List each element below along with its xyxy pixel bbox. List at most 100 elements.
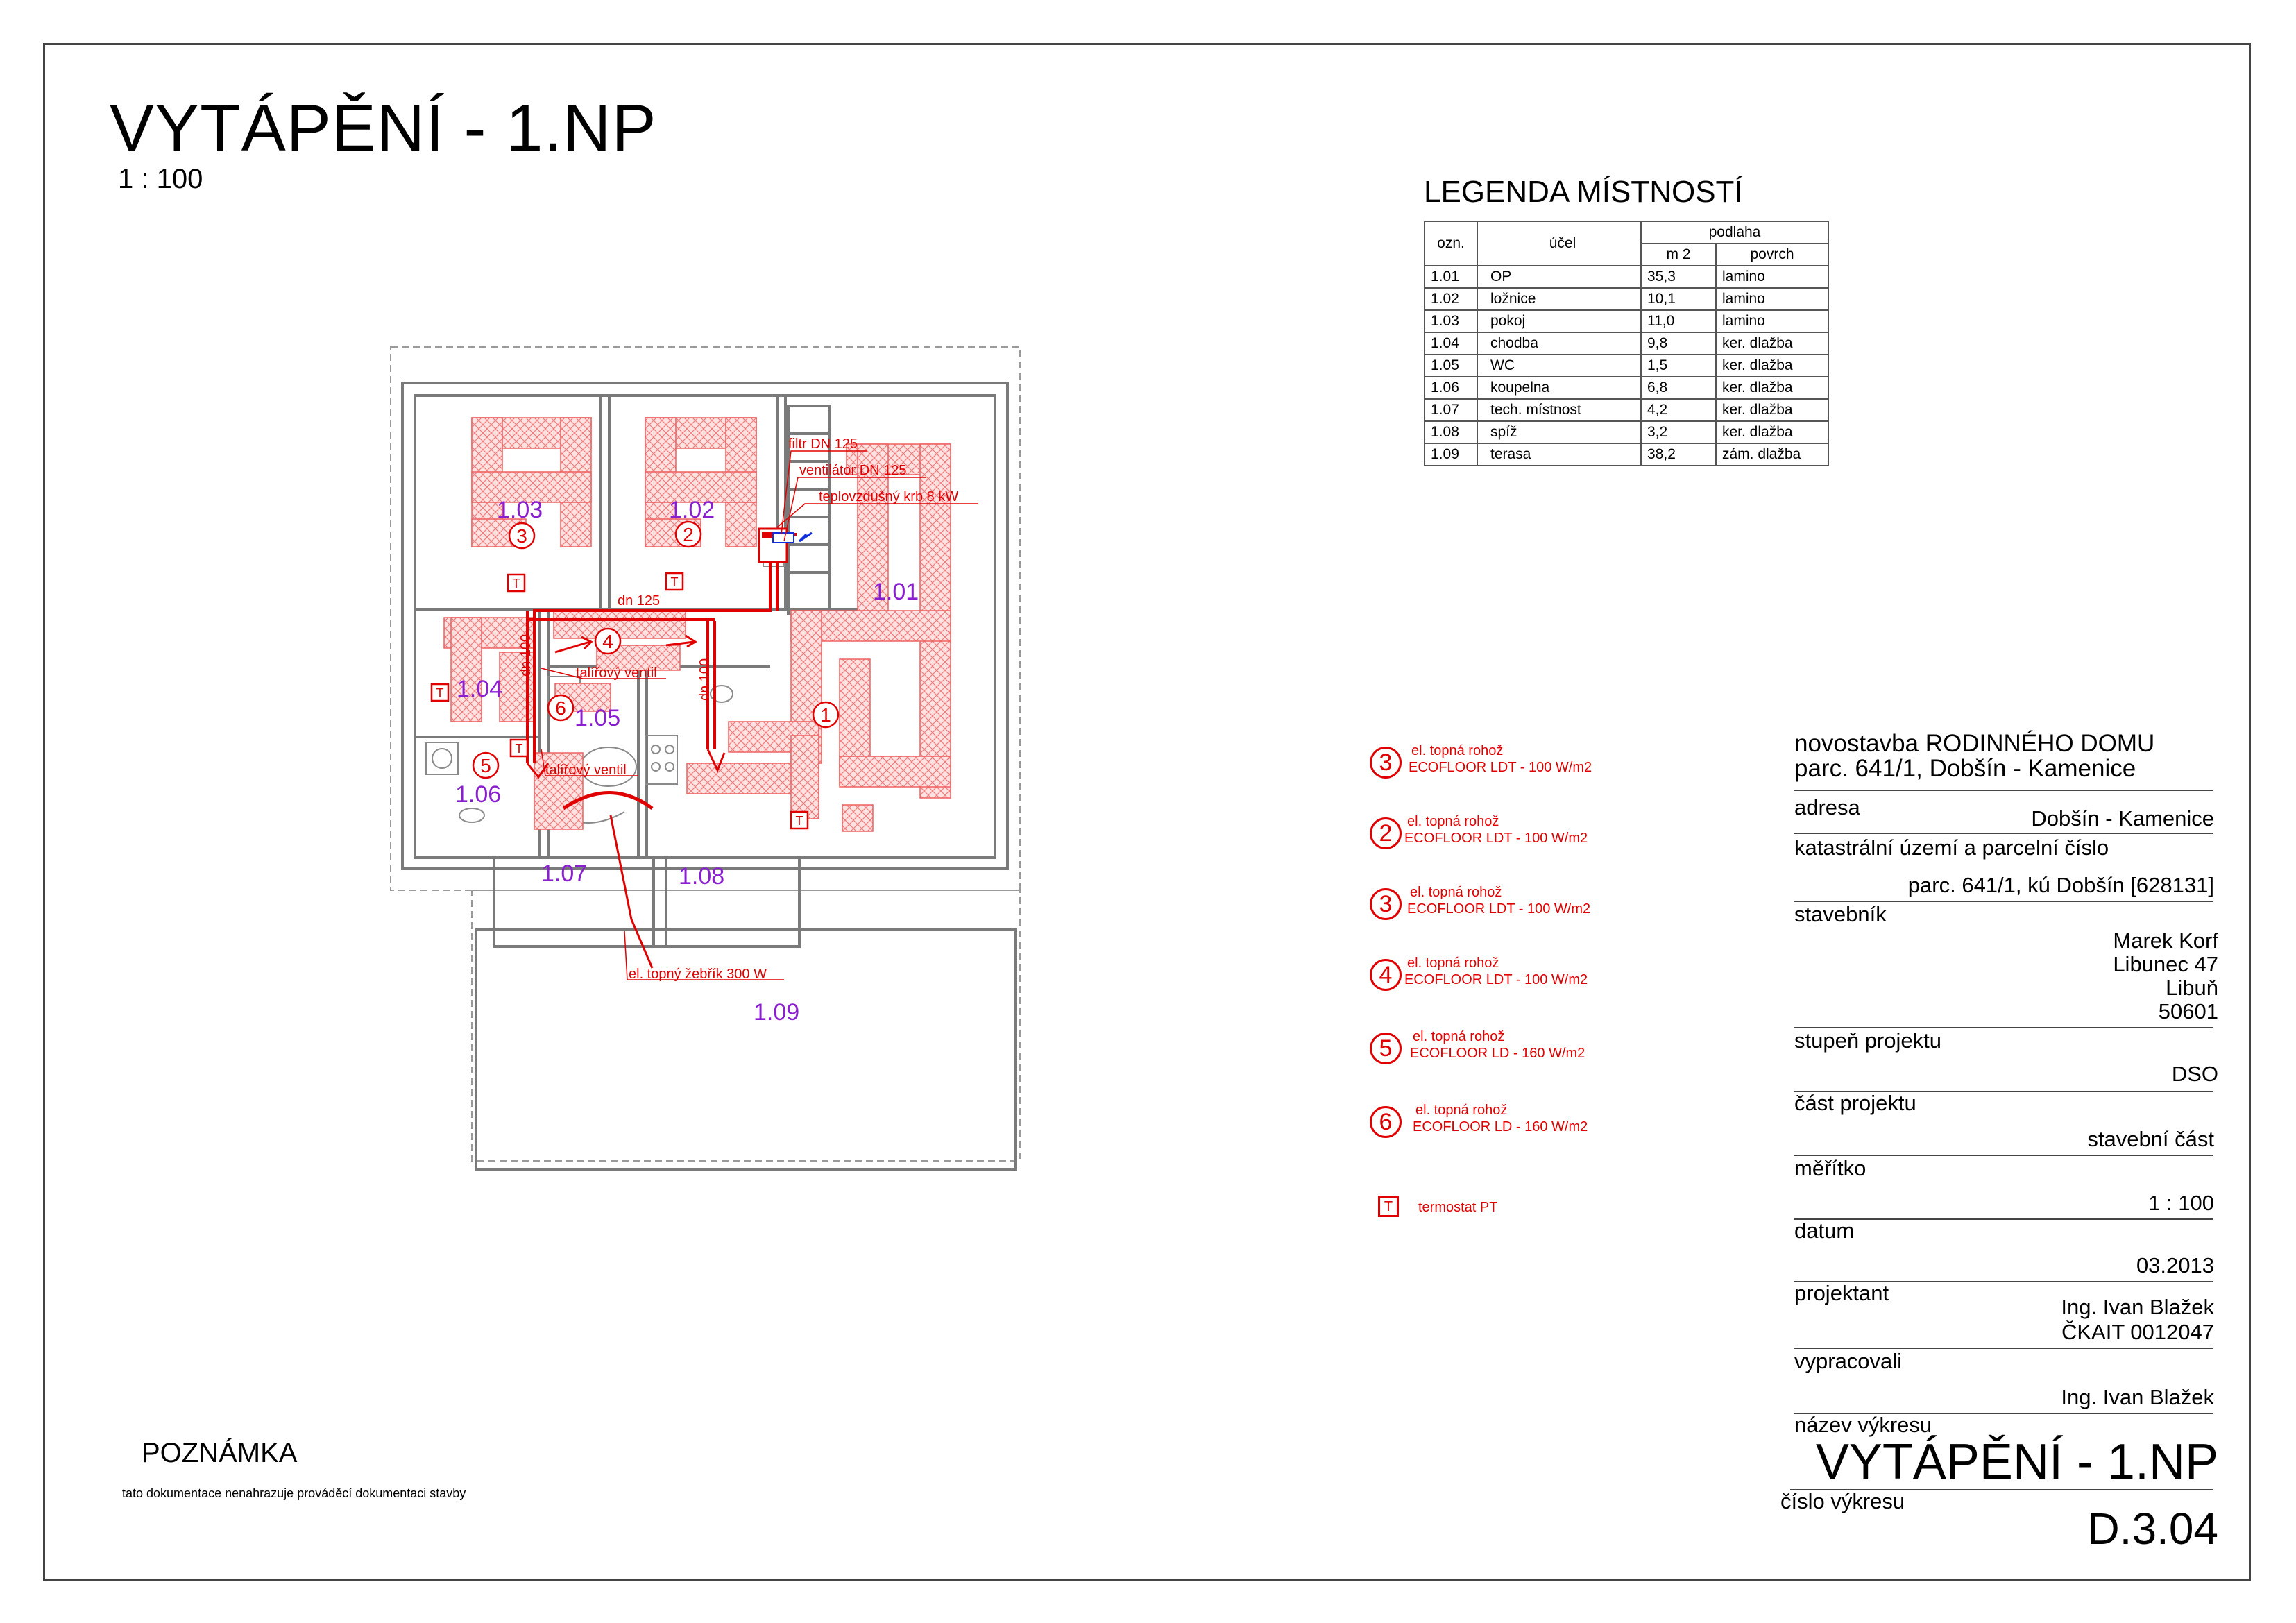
room-purpose-cell: WC bbox=[1477, 354, 1642, 377]
investor-label: stavebník bbox=[1794, 902, 1887, 926]
prepared-value: Ing. Ivan Blažek bbox=[2061, 1385, 2214, 1409]
divider bbox=[1794, 1348, 2213, 1349]
valve-label: talířový ventil bbox=[545, 763, 627, 778]
heating-legend-line1: el. topná rohož bbox=[1411, 743, 1504, 758]
duct-125-label: dn 125 bbox=[618, 593, 660, 609]
header-area: m 2 bbox=[1640, 243, 1717, 266]
room-surface-cell: lamino bbox=[1715, 309, 1829, 333]
designer-label: projektant bbox=[1794, 1281, 1889, 1305]
room-surface-cell: ker. dlažba bbox=[1715, 376, 1829, 400]
header-purpose: účel bbox=[1477, 221, 1642, 266]
heating-legend-line2: ECOFLOOR LDT - 100 W/m2 bbox=[1407, 901, 1591, 917]
circuit-numbers: 1 2 3 4 5 6 bbox=[480, 524, 831, 776]
thermostat-symbol: T bbox=[671, 575, 679, 589]
room-surface-cell: lamino bbox=[1715, 265, 1829, 289]
room-surface-cell: ker. dlažba bbox=[1715, 398, 1829, 422]
header-code: ozn. bbox=[1424, 221, 1478, 266]
filter-label: filtr DN 125 bbox=[788, 436, 858, 452]
heating-circuit-badge: 3 bbox=[1370, 888, 1402, 920]
room-label: 1.05 bbox=[575, 705, 620, 731]
divider bbox=[1790, 1489, 2213, 1490]
note-text: tato dokumentace nenahrazuje prováděcí d… bbox=[122, 1486, 466, 1500]
room-surface-cell: zám. dlažba bbox=[1715, 443, 1829, 466]
header-surface: povrch bbox=[1715, 243, 1829, 266]
investor-line: Libunec 47 bbox=[2113, 952, 2218, 976]
circuit-number: 6 bbox=[555, 697, 566, 719]
room-area-cell: 6,8 bbox=[1640, 376, 1717, 400]
room-label: 1.09 bbox=[754, 999, 799, 1026]
heating-circuit-badge: 2 bbox=[1370, 817, 1402, 849]
room-purpose-cell: OP bbox=[1477, 265, 1642, 289]
divider bbox=[1794, 833, 2213, 834]
circuit-number: 1 bbox=[820, 704, 831, 726]
room-area-cell: 11,0 bbox=[1640, 309, 1717, 333]
room-area-cell: 4,2 bbox=[1640, 398, 1717, 422]
heating-legend-line1: el. topná rohož bbox=[1407, 814, 1499, 829]
drawing-title: VYTÁPĚNÍ - 1.NP bbox=[110, 91, 657, 165]
project-line-1: novostavba RODINNÉHO DOMU bbox=[1794, 730, 2155, 757]
divider bbox=[1794, 1027, 2213, 1028]
room-legend-title: LEGENDA MÍSTNOSTÍ bbox=[1424, 175, 1743, 209]
address-label: adresa bbox=[1794, 795, 1860, 819]
thermostat-legend-label: termostat PT bbox=[1418, 1200, 1498, 1215]
thermostat-symbol: T bbox=[516, 742, 523, 756]
thermostat-symbol: T bbox=[796, 814, 803, 828]
room-label: 1.03 bbox=[497, 497, 543, 523]
heating-legend-line2: ECOFLOOR LD - 160 W/m2 bbox=[1410, 1046, 1585, 1061]
drawing-name-label: název výkresu bbox=[1794, 1413, 1932, 1437]
room-code-cell: 1.08 bbox=[1424, 420, 1478, 444]
room-area-cell: 1,5 bbox=[1640, 354, 1717, 377]
investor-line: Libuň bbox=[2166, 976, 2218, 1000]
divider bbox=[1794, 1281, 2213, 1282]
divider bbox=[1794, 1413, 2213, 1414]
fan-label: ventilátor DN 125 bbox=[799, 463, 907, 478]
designer-line: ČKAIT 0012047 bbox=[2061, 1320, 2214, 1344]
heating-circuit-badge: 6 bbox=[1370, 1106, 1402, 1138]
scale-label: měřítko bbox=[1794, 1156, 1866, 1180]
valve-label: talířový ventil bbox=[576, 665, 657, 681]
room-label: 1.04 bbox=[457, 676, 502, 702]
room-label: 1.02 bbox=[669, 497, 715, 523]
stage-value: DSO bbox=[2171, 1062, 2218, 1086]
heating-legend-line1: el. topná rohož bbox=[1413, 1029, 1505, 1044]
air-ducts bbox=[526, 533, 797, 763]
room-surface-cell: ker. dlažba bbox=[1715, 354, 1829, 377]
divider bbox=[1794, 901, 2213, 902]
plan-boundary bbox=[390, 346, 1021, 1162]
thermostat-symbol: T bbox=[436, 686, 444, 700]
drawing-number-label: číslo výkresu bbox=[1780, 1489, 1905, 1513]
room-labels: 1.01 1.02 1.03 1.04 1.05 1.06 1.07 1.08 … bbox=[455, 497, 919, 1026]
room-label: 1.01 bbox=[873, 579, 919, 605]
investor-line: Marek Korf bbox=[2113, 928, 2218, 953]
room-purpose-cell: chodba bbox=[1477, 332, 1642, 355]
room-code-cell: 1.05 bbox=[1424, 354, 1478, 377]
heating-legend-line1: el. topná rohož bbox=[1410, 885, 1502, 900]
prepared-label: vypracovali bbox=[1794, 1349, 1903, 1373]
part-label: část projektu bbox=[1794, 1091, 1916, 1115]
room-surface-cell: ker. dlažba bbox=[1715, 332, 1829, 355]
project-line-2: parc. 641/1, Dobšín - Kamenice bbox=[1794, 755, 2136, 782]
annotation-leaders bbox=[541, 450, 978, 980]
room-code-cell: 1.09 bbox=[1424, 443, 1478, 466]
circuit-circles bbox=[472, 520, 840, 779]
plan-thermostats bbox=[430, 572, 809, 830]
circuit-number: 2 bbox=[683, 524, 694, 545]
circuit-number: 5 bbox=[480, 755, 491, 776]
room-code-cell: 1.06 bbox=[1424, 376, 1478, 400]
heating-circuit-badge: 3 bbox=[1370, 747, 1402, 779]
date-value: 03.2013 bbox=[2136, 1253, 2214, 1277]
room-code-cell: 1.02 bbox=[1424, 287, 1478, 311]
heating-legend-line2: ECOFLOOR LDT - 100 W/m2 bbox=[1404, 831, 1588, 846]
room-purpose-cell: terasa bbox=[1477, 443, 1642, 466]
cadastre-label: katastrální území a parcelní číslo bbox=[1794, 835, 2109, 860]
room-code-cell: 1.04 bbox=[1424, 332, 1478, 355]
room-legend-header-row: ozn. účel podlaha bbox=[1424, 221, 1829, 266]
heating-legend-line2: ECOFLOOR LD - 160 W/m2 bbox=[1413, 1119, 1588, 1135]
room-code-cell: 1.07 bbox=[1424, 398, 1478, 422]
